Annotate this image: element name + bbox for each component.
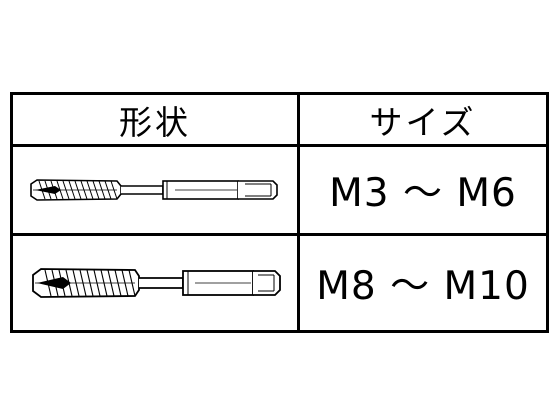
- spec-table: 形状 サイズ: [10, 92, 549, 333]
- spiral-point-tap-small-icon: [30, 179, 278, 201]
- row-2-shape-cell: [13, 236, 300, 330]
- row-2-size-cell: M8 ～ M10: [300, 236, 546, 330]
- header-size: サイズ: [369, 102, 477, 142]
- header-shape-cell: 形状: [13, 95, 300, 147]
- header-shape: 形状: [119, 102, 191, 142]
- spiral-point-tap-large-icon: [32, 268, 281, 298]
- header-size-cell: サイズ: [300, 95, 546, 147]
- row-1-shape-cell: [13, 147, 300, 236]
- row-1-size-cell: M3 ～ M6: [300, 147, 546, 236]
- row-2-size: M8 ～ M10: [316, 264, 530, 309]
- row-1-size: M3 ～ M6: [329, 171, 517, 216]
